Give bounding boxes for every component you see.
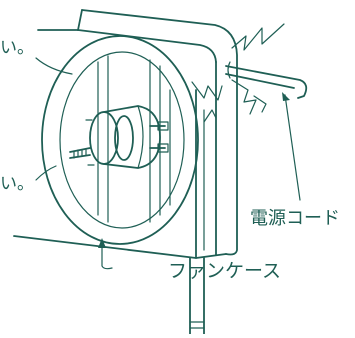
fan-opening xyxy=(42,36,198,244)
power-cord xyxy=(226,62,306,200)
motor xyxy=(70,106,168,168)
fan-case-label: ファンケース xyxy=(168,262,281,281)
power-cord-label: 電源コード xyxy=(250,210,340,228)
left-arrows xyxy=(36,58,72,180)
fan-case xyxy=(14,10,237,258)
spark-marks xyxy=(192,24,284,122)
caption-left-top: い。 xyxy=(0,40,34,57)
caption-left-bottom: い。 xyxy=(0,176,34,193)
